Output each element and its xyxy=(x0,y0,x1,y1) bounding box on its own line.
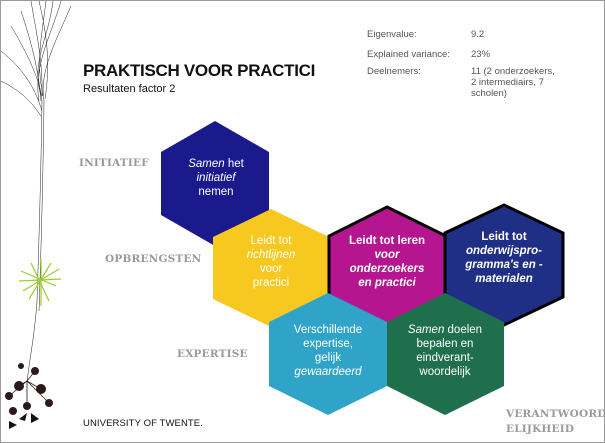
hex-doelen-l1b: doelen xyxy=(444,324,483,336)
hex-expertise-l2: expertise, xyxy=(303,338,353,350)
stat-participants-label: Deelnemers: xyxy=(367,66,421,77)
stat-eigenvalue-label: Eigenvalue: xyxy=(367,29,417,40)
slide-title: PRAKTISCH VOOR PRACTICI xyxy=(83,61,316,80)
hex-doelen-l3: eindverant- xyxy=(416,352,474,364)
hex-samen-initiatief xyxy=(161,121,269,246)
hex-richtlijnen-l4: practici xyxy=(252,277,290,289)
stat-variance-label: Explained variance: xyxy=(367,49,450,60)
hex-onderwijs-text: Leidt tot onderwijspro- gramma's en - ma… xyxy=(453,230,555,286)
hex-leren-l4: en practici xyxy=(358,277,416,289)
category-opbrengsten: OPBRENGSTEN xyxy=(105,253,202,265)
hex-doelen xyxy=(387,293,504,415)
stat-variance-value: 23% xyxy=(471,49,491,60)
hex-doelen-l1a: Samen xyxy=(407,324,445,336)
university-logo-icon: UNIVERSITY OF TWENTE. xyxy=(83,418,203,429)
hex-richtlijnen-l2: richtlijnen xyxy=(246,249,296,261)
hex-samen-initiatief-l1b: het xyxy=(224,158,244,170)
hex-doelen-l4: woordelijk xyxy=(419,366,471,378)
hex-samen-initiatief-l2: initiatief xyxy=(196,172,236,184)
hex-leren-text: Leidt tot leren voor onderzoekers en pra… xyxy=(335,234,439,290)
stat-participants-line3: scholen) xyxy=(471,88,507,99)
hex-leren-l1: Leidt tot leren xyxy=(348,235,426,247)
stat-eigenvalue-value: 9.2 xyxy=(471,29,485,40)
hex-richtlijnen xyxy=(213,209,329,327)
stat-participants-line1: 11 (2 onderzoekers, xyxy=(471,66,555,77)
hex-expertise xyxy=(269,293,387,415)
hex-richtlijnen-l3: voor xyxy=(259,263,283,275)
hex-leren-l3: onderzoekers xyxy=(349,263,425,275)
hex-expertise-l3: gelijk xyxy=(314,352,342,364)
hex-doelen-text: Samen doelen bepalen en eindverant- woor… xyxy=(395,323,495,379)
hex-onderwijs-l4: materialen xyxy=(475,273,533,285)
hex-onderwijs-l2: onderwijspro- xyxy=(465,245,543,257)
hex-onderwijs-l1: Leidt tot xyxy=(481,231,527,243)
category-expertise: EXPERTISE xyxy=(177,348,248,360)
category-initiatief: INITIATIEF xyxy=(79,157,149,169)
hex-expertise-l1: Verschillende xyxy=(293,324,363,336)
hex-expertise-text: Verschillende expertise, gelijk gewaarde… xyxy=(277,323,379,379)
hex-onderwijs-l3: gramma's en - xyxy=(465,259,543,271)
hex-leren-l2: voor xyxy=(374,249,400,261)
hex-richtlijnen-l1: Leidt tot xyxy=(250,235,292,247)
hex-samen-initiatief-text: Samen het initiatief nemen xyxy=(171,157,261,199)
category-verantwoordelijkheid: VERANTWOORD- ELIJKHEID xyxy=(506,407,605,437)
hex-expertise-l4: gewaardeerd xyxy=(294,366,362,378)
slide-subtitle: Resultaten factor 2 xyxy=(83,83,176,95)
category-verantwoordelijkheid-l2: ELIJKHEID xyxy=(506,423,575,435)
hex-samen-initiatief-l1a: Samen xyxy=(188,158,225,170)
stat-participants-line2: 2 intermediairs, 7 xyxy=(471,77,544,88)
hex-richtlijnen-text: Leidt tot richtlijnen voor practici xyxy=(223,234,319,290)
ink-plant-decoration-icon xyxy=(1,1,72,429)
hex-samen-initiatief-l3: nemen xyxy=(198,186,234,198)
hex-doelen-l2: bepalen en xyxy=(416,338,474,350)
category-verantwoordelijkheid-l1: VERANTWOORD- xyxy=(506,408,605,420)
